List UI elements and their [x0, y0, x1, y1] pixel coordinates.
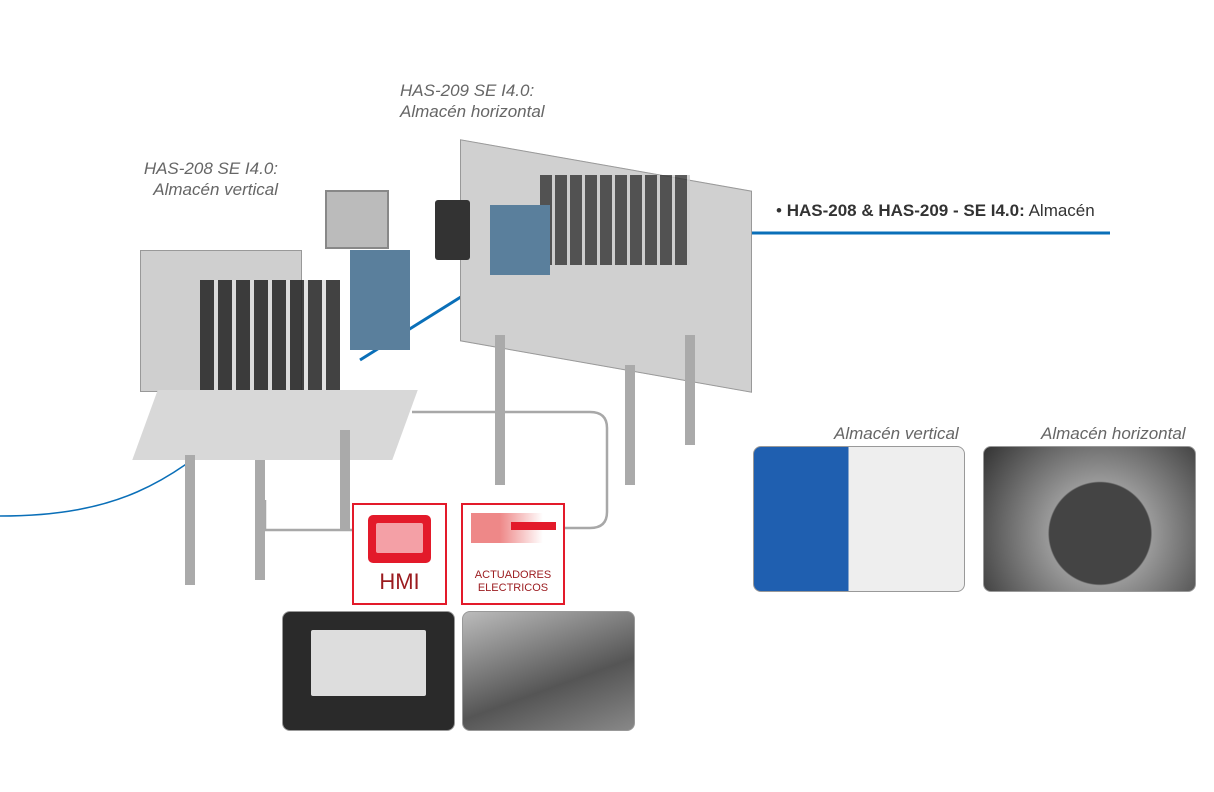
has209-label-1: HAS-209 SE I4.0:	[400, 81, 535, 100]
horizontal-warehouse-photo	[983, 446, 1196, 592]
title-regular: Almacén	[1028, 201, 1095, 220]
bullet: •	[776, 201, 787, 220]
hmi-label: HMI	[379, 569, 420, 594]
thumb-vertical-label: Almacén vertical	[834, 424, 959, 443]
hmi-box: HMI	[352, 503, 447, 605]
hmi-icon	[368, 515, 431, 563]
grey-connector	[263, 410, 609, 532]
thumb-horizontal-label: Almacén horizontal	[1041, 424, 1186, 443]
title-bold: HAS-208 & HAS-209 - SE I4.0:	[786, 201, 1025, 220]
has208-label-1: HAS-208 SE I4.0:	[143, 159, 278, 178]
actuators-label-2: ELECTRICOS	[477, 582, 549, 594]
actuators-box: ACTUADORES ELECTRICOS	[461, 503, 565, 605]
actuator-photo	[462, 611, 635, 731]
hmi-touchscreen-photo	[282, 611, 455, 731]
product-title: • HAS-208 & HAS-209 - SE I4.0: Almacén	[776, 201, 1095, 221]
vertical-warehouse-photo	[753, 446, 965, 592]
has209-label-2: Almacén horizontal	[400, 102, 545, 121]
has208-label-2: Almacén vertical	[153, 180, 278, 199]
actuators-label-1: ACTUADORES	[474, 569, 552, 581]
has208-machine-image	[110, 190, 418, 590]
has209-machine-image	[430, 85, 760, 490]
